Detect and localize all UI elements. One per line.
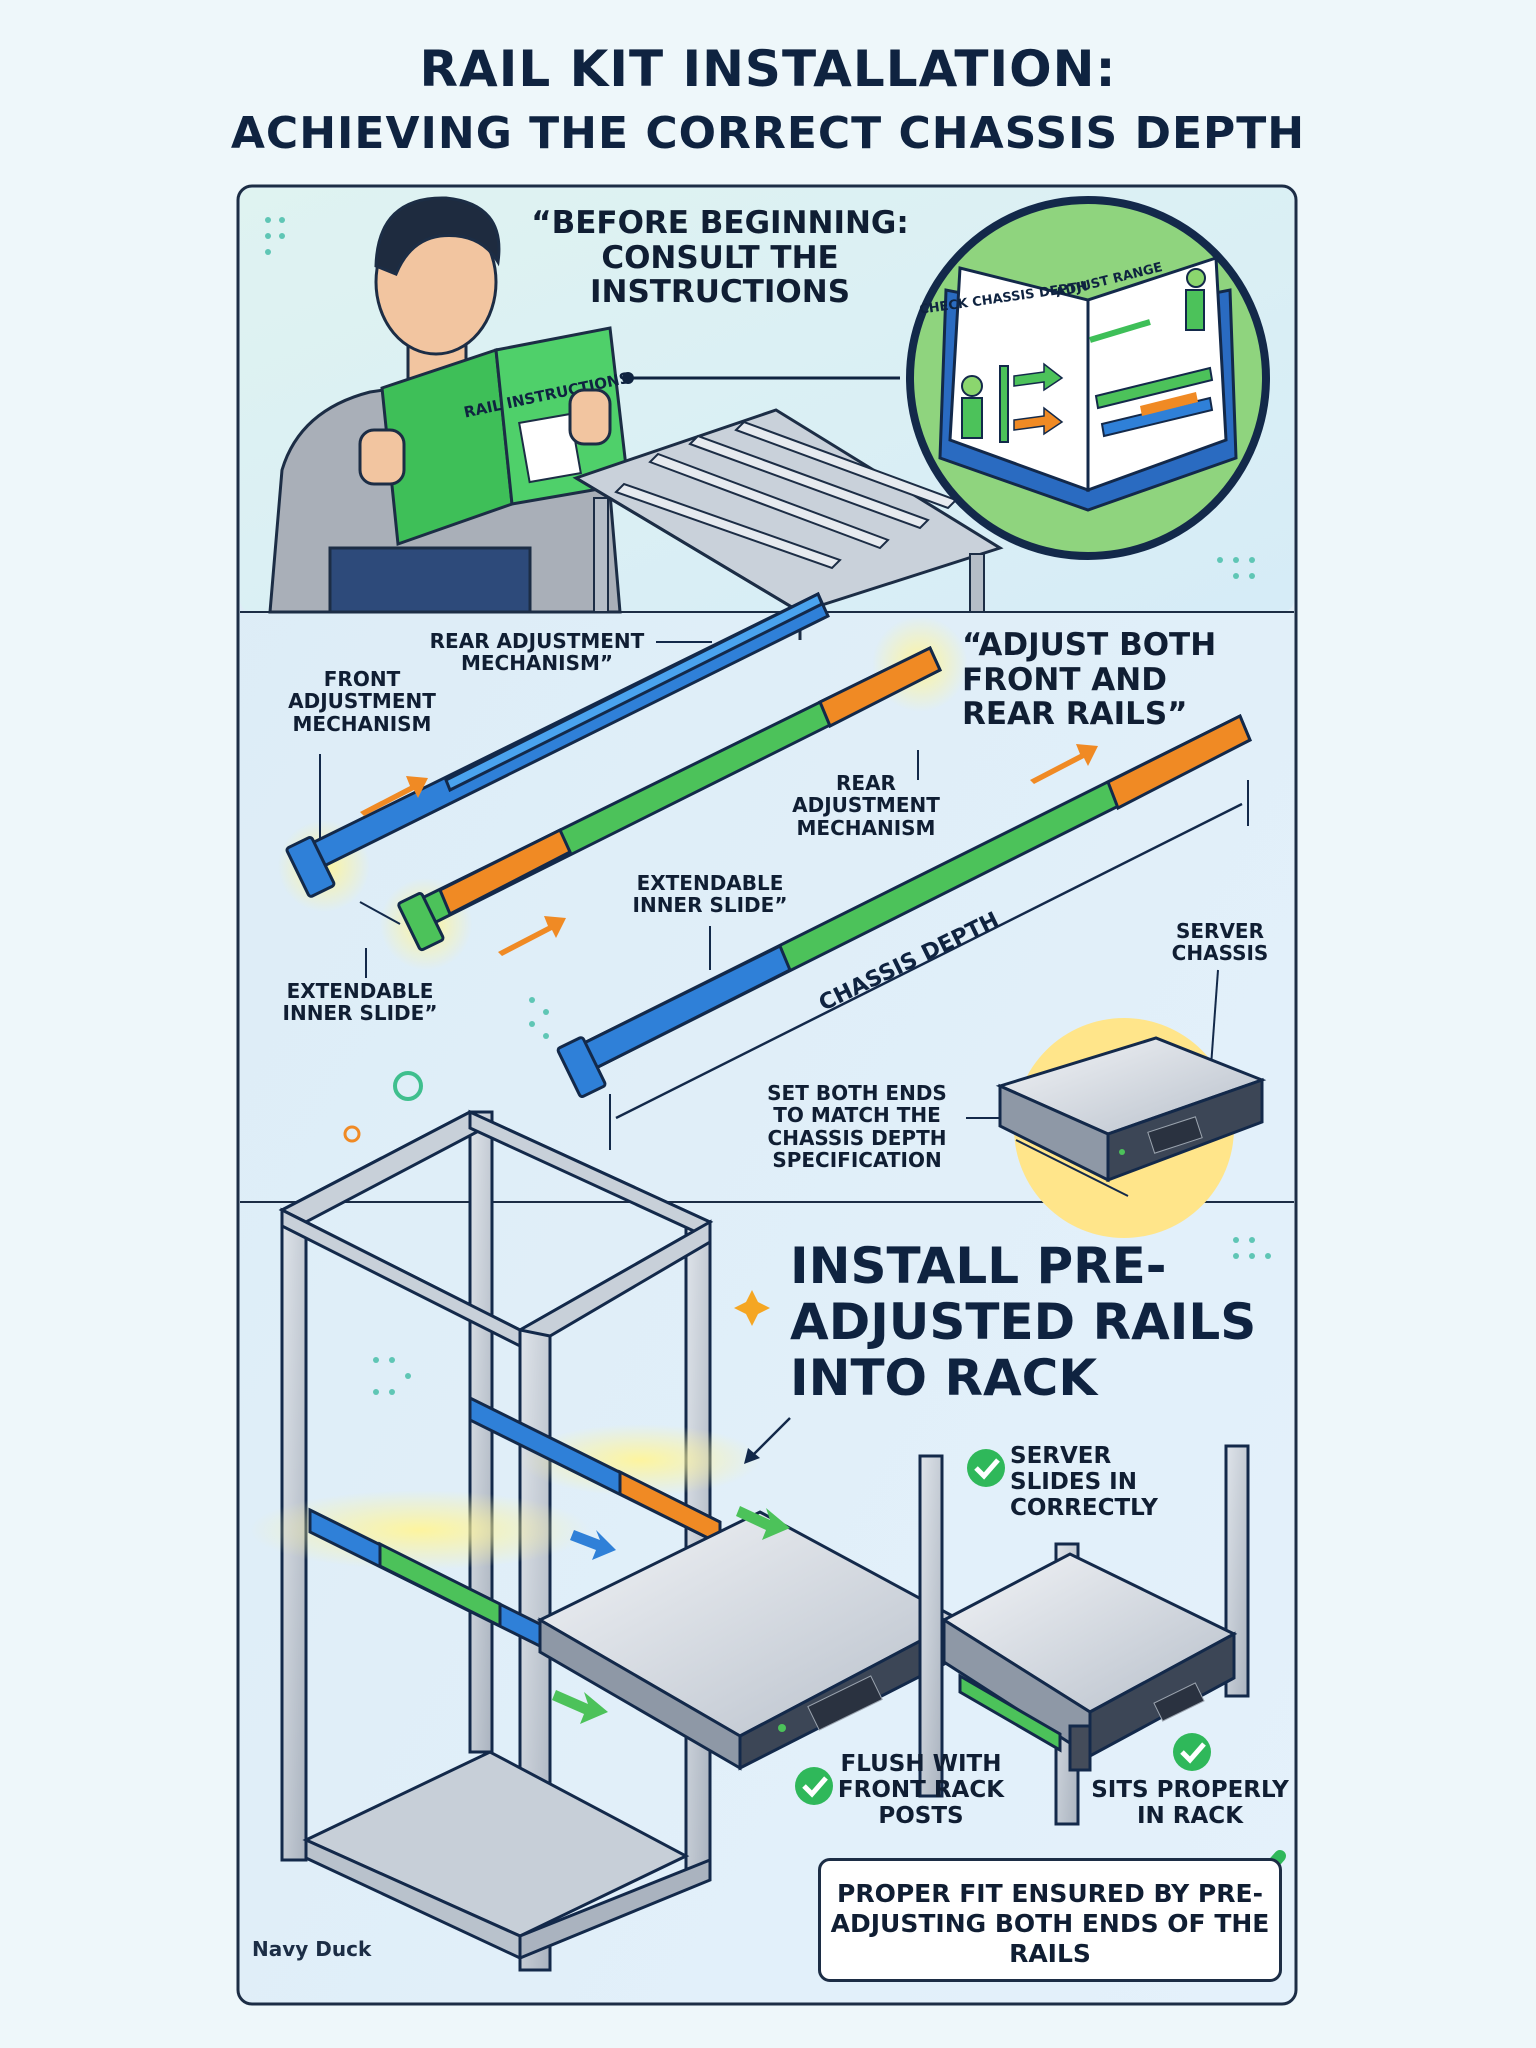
rack-glow xyxy=(250,1424,760,1570)
rack-small xyxy=(918,1444,1250,1826)
summary-box: PROPER FIT ENSURED BY PRE-ADJUSTING BOTH… xyxy=(818,1858,1282,1982)
heading-install-rails: INSTALL PRE-ADJUSTED RAILS INTO RACK xyxy=(790,1237,1257,1407)
leader-lines xyxy=(319,641,1219,1119)
label-server-chassis: SERVER CHASSIS xyxy=(1171,919,1269,966)
callout-adjust-both-rails: “ADJUST BOTH FRONT AND REAR RAILS” xyxy=(962,627,1217,733)
heading-pointer xyxy=(747,1417,791,1461)
instruction-book: RAIL INSTRUCTIONS xyxy=(380,326,632,547)
decor-ring-small xyxy=(343,1125,361,1143)
manual-zoom: CHECK CHASSIS DEPTH ADJUST RANGE xyxy=(906,196,1270,560)
decor-sparkle xyxy=(734,1290,770,1326)
server-chassis-zoom xyxy=(995,1018,1267,1238)
rail-1 xyxy=(285,591,830,898)
label-inner-slide-mid: EXTENDABLE INNER SLIDE” xyxy=(632,871,788,918)
label-server-slides-in: SERVER SLIDES IN CORRECTLY xyxy=(1010,1443,1158,1521)
label-front-adjustment: FRONT ADJUSTMENT MECHANISM xyxy=(288,667,436,736)
check-icon xyxy=(1173,1733,1211,1771)
check-icon xyxy=(795,1767,833,1805)
label-inner-slide-left: EXTENDABLE INNER SLIDE” xyxy=(282,979,438,1026)
label-rear-adjustment-mid: REAR ADJUSTMENT MECHANISM xyxy=(792,771,940,840)
summary-text: PROPER FIT ENSURED BY PRE-ADJUSTING BOTH… xyxy=(830,1879,1270,1968)
rail-3 xyxy=(556,713,1252,1098)
decor-ring xyxy=(393,1071,423,1101)
signature: Navy Duck xyxy=(252,1937,372,1961)
page-subtitle: ACHIEVING THE CORRECT CHASSIS DEPTH xyxy=(230,108,1306,159)
label-rear-adjustment-top: REAR ADJUSTMENT MECHANISM” xyxy=(429,629,645,676)
arrows-orange xyxy=(360,744,1098,956)
rail-2 xyxy=(397,645,942,952)
chassis-depth-line xyxy=(615,802,1243,1120)
arrows-blue-green xyxy=(552,1506,790,1724)
check-icon xyxy=(967,1449,1005,1487)
server-large xyxy=(536,1510,964,1771)
hand-left xyxy=(358,428,406,486)
callout-consult-instructions: “BEFORE BEGINNING: CONSULT THE INSTRUCTI… xyxy=(531,205,909,311)
label-sits-properly: SITS PROPERLY IN RACK xyxy=(1091,1777,1289,1829)
hand-right xyxy=(568,388,612,446)
page-title: RAIL KIT INSTALLATION: xyxy=(419,40,1117,98)
label-set-both-ends: SET BOTH ENDS TO MATCH THE CHASSIS DEPTH… xyxy=(767,1081,947,1173)
workbench xyxy=(572,408,1004,640)
label-flush-front-posts: FLUSH WITH FRONT RACK POSTS xyxy=(837,1751,1005,1829)
decor-dots xyxy=(265,217,1271,1395)
